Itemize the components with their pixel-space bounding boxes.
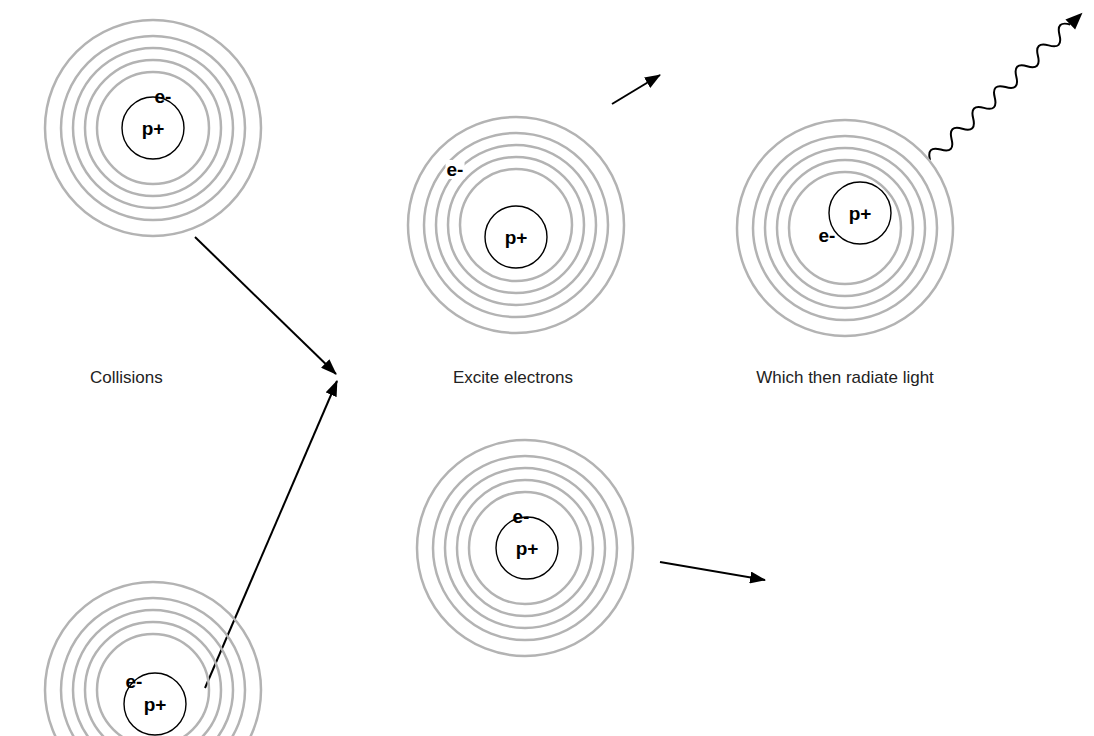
atom: e-p+ [733,116,957,340]
caption-label: Excite electrons [453,368,573,388]
nucleus: p+ [828,181,892,245]
nucleus: p+ [123,672,187,736]
atom: e-p+ [41,16,265,240]
proton-label: p+ [516,539,539,558]
atom: e-p+ [404,113,628,337]
light-wave [925,8,1087,165]
motion-arrow [612,75,660,104]
proton-label: p+ [849,204,872,223]
atom: e-p+ [413,436,637,660]
electron-label: e- [446,160,465,179]
label-holder: Collisions [90,368,163,388]
motion-arrow [205,381,337,688]
proton-label: p+ [142,119,165,138]
electron-holder: e- [446,160,465,180]
nucleus: p+ [121,96,185,160]
motion-arrow [195,237,336,374]
orbit-rings [404,113,628,337]
proton-label: p+ [144,695,167,714]
motion-arrow [660,562,765,580]
nucleus: p+ [495,516,559,580]
nucleus: p+ [484,205,548,269]
proton-label: p+ [505,228,528,247]
label-holder: Excite electrons [453,368,573,388]
caption-label: Which then radiate light [756,368,934,388]
atom: e-p+ [41,578,265,736]
orbit-rings [733,116,957,340]
caption-label: Collisions [90,368,163,388]
label-holder: Which then radiate light [756,368,934,388]
